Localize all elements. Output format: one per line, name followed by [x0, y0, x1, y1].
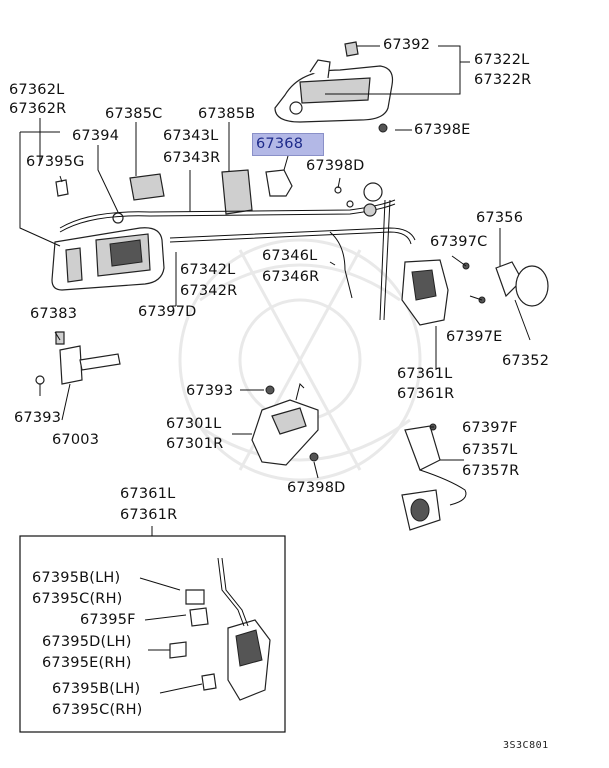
part-label-67395c-rh-1[interactable]: 67395C(RH): [32, 591, 123, 607]
part-label-67322r[interactable]: 67322R: [474, 72, 532, 88]
part-label-67003[interactable]: 67003: [52, 432, 100, 448]
part-label-67398d-top[interactable]: 67398D: [306, 158, 365, 174]
part-label-67357l[interactable]: 67357L: [462, 442, 518, 458]
part-label-67343l[interactable]: 67343L: [163, 128, 219, 144]
part-label-67395b-lh-2[interactable]: 67395B(LH): [52, 681, 141, 697]
part-label-67368[interactable]: 67368: [256, 136, 304, 152]
part-label-67342r[interactable]: 67342R: [180, 283, 238, 299]
part-label-67346r[interactable]: 67346R: [262, 269, 320, 285]
part-label-67385b[interactable]: 67385B: [198, 106, 256, 122]
part-label-67383[interactable]: 67383: [30, 306, 78, 322]
part-label-67385c[interactable]: 67385C: [105, 106, 163, 122]
part-label-67397f[interactable]: 67397F: [462, 420, 518, 436]
inside-handle-drawing: [51, 179, 165, 291]
part-label-67361r-box[interactable]: 67361R: [120, 507, 178, 523]
part-label-67397c[interactable]: 67397C: [430, 234, 488, 250]
part-label-67397e[interactable]: 67397E: [446, 329, 503, 345]
highlighted-part-box: [252, 133, 324, 156]
part-label-67361l-box[interactable]: 67361L: [120, 486, 176, 502]
clip-blocks-drawing: [129, 169, 354, 215]
part-label-67352[interactable]: 67352: [502, 353, 550, 369]
outside-handle-drawing: [274, 41, 394, 133]
part-label-67356[interactable]: 67356: [476, 210, 524, 226]
part-label-67322l[interactable]: 67322L: [474, 52, 530, 68]
part-label-67395g[interactable]: 67395G: [26, 154, 85, 170]
part-label-67398e[interactable]: 67398E: [414, 122, 471, 138]
door-switch-drawing: [401, 423, 467, 531]
part-label-67357r[interactable]: 67357R: [462, 463, 520, 479]
part-label-67362r[interactable]: 67362R: [9, 101, 67, 117]
part-label-67394[interactable]: 67394: [72, 128, 120, 144]
part-label-67395d-lh[interactable]: 67395D(LH): [42, 634, 132, 650]
part-label-67393-left[interactable]: 67393: [14, 410, 62, 426]
drawing-code: 3S3C801: [503, 740, 549, 751]
part-label-67393-mid[interactable]: 67393: [186, 383, 234, 399]
part-label-67362l[interactable]: 67362L: [9, 82, 65, 98]
part-label-67346l[interactable]: 67346L: [262, 248, 318, 264]
inset-box: [19, 535, 286, 733]
part-label-67392[interactable]: 67392: [383, 37, 431, 53]
part-label-67342l[interactable]: 67342L: [180, 262, 236, 278]
part-label-67398d-bottom[interactable]: 67398D: [287, 480, 346, 496]
door-check-drawing: [35, 331, 121, 385]
part-label-67301r[interactable]: 67301R: [166, 436, 224, 452]
part-label-67361l-top[interactable]: 67361L: [397, 366, 453, 382]
part-label-67395e-rh[interactable]: 67395E(RH): [42, 655, 132, 671]
part-label-67395c-rh-2[interactable]: 67395C(RH): [52, 702, 143, 718]
part-label-67395f[interactable]: 67395F: [80, 612, 136, 628]
part-label-67301l[interactable]: 67301L: [166, 416, 222, 432]
part-label-67397d[interactable]: 67397D: [138, 304, 197, 320]
part-label-67361r-top[interactable]: 67361R: [397, 386, 455, 402]
door-lock-actuator-drawing: [401, 259, 549, 326]
door-lock-drawing: [251, 383, 319, 466]
leader-lines: [19, 45, 531, 536]
part-label-67343r[interactable]: 67343R: [163, 150, 221, 166]
linkage-rods-drawing: [59, 182, 416, 321]
part-label-67395b-lh-1[interactable]: 67395B(LH): [32, 570, 121, 586]
